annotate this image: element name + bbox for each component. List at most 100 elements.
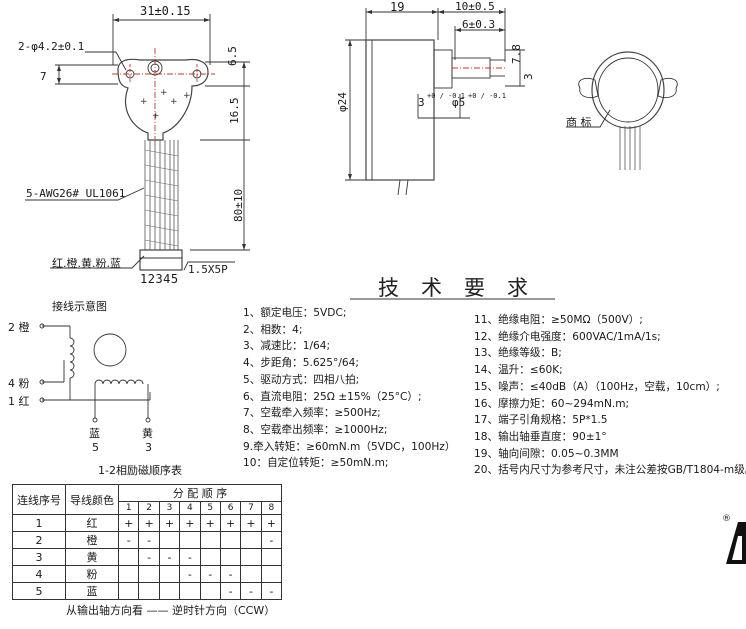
seq-cell [179, 582, 201, 600]
row-no: 4 [12, 565, 66, 583]
dim-10: 10±0.5 [455, 0, 495, 13]
trademark-label: 商 标 [566, 116, 592, 129]
dim-shaft-5-tol: +0 / -0.1 [468, 92, 506, 100]
registered-mark: ® [722, 514, 731, 524]
seq-cell [138, 582, 160, 600]
dim-shaft-3: 3 [418, 96, 425, 109]
seq-cell [260, 565, 283, 583]
tech-item: 20、括号内尺寸为参考尺寸，未注公差按GB/T1804-m级。 [474, 464, 746, 477]
seq-cell: + [138, 514, 160, 532]
tech-item: 2、相数：4; [243, 323, 303, 336]
row-color: 粉 [65, 565, 119, 583]
dim-3: 3 [522, 73, 535, 80]
seq-cell: - [179, 548, 201, 566]
tech-right-list: 11、绝缘电阻：≥50MΩ（500V）; 12、绝缘介电强度：600VAC/1m… [474, 312, 746, 479]
seq-cell: - [219, 582, 242, 600]
step-header: 7 [240, 501, 262, 515]
dim-7-8: 7.8 [510, 44, 523, 64]
sequence-caption: 1-2相励磁顺序表 [98, 464, 182, 477]
seq-cell: - [138, 531, 160, 549]
sequence-table: 连线序号 导线颜色 分 配 顺 序 1 2 3 4 5 6 7 8 1 红 + … [12, 484, 283, 600]
svg-text:+: + [170, 97, 178, 107]
wiring-color: 橙 [18, 321, 30, 334]
tech-item: 19、轴向间隙：0.05~0.3MM [474, 447, 619, 460]
step-header: 8 [260, 501, 283, 515]
seq-cell [158, 531, 181, 549]
seq-cell: - [138, 548, 160, 566]
seq-cell [219, 531, 242, 549]
dim-6: 6±0.3 [462, 18, 496, 31]
tech-item: 6、直流电阻：25Ω ±15%（25°C）; [243, 390, 422, 403]
seq-cell [240, 548, 262, 566]
wiring-num: 4 [8, 377, 15, 390]
seq-cell [199, 582, 221, 600]
dim-lead-length: 80±10 [232, 188, 245, 222]
tech-item: 7、空载牵入频率：≥500Hz; [243, 407, 381, 420]
tech-item: 10：自定位转矩：≥50mN.m; [243, 457, 389, 470]
svg-text:+: + [160, 88, 168, 98]
dim-dia-24: φ24 [336, 92, 349, 112]
tech-item: 9.牵入转矩：≥60mN.m（5VDC，100Hz） [243, 440, 456, 453]
seq-cell: + [158, 514, 181, 532]
wiring-label-4: 4 粉 [8, 375, 30, 391]
step-header: 6 [219, 501, 242, 515]
seq-cell: - [260, 582, 283, 600]
svg-text:+: + [152, 111, 160, 121]
pin-numbers: 12345 [140, 272, 179, 286]
wiring-label-1: 1 红 [8, 393, 30, 409]
row-color: 黄 [65, 548, 119, 566]
seq-cell: - [117, 531, 140, 549]
step-header: 5 [199, 501, 221, 515]
wiring-label-2: 2 橙 [8, 319, 30, 335]
tech-item: 16、摩擦力矩：60~294mN.m; [474, 397, 630, 410]
seq-cell [117, 582, 140, 600]
seq-cell [117, 565, 140, 583]
svg-text:+: + [140, 97, 148, 107]
dim-19: 19 [390, 0, 405, 14]
tech-item: 15、噪声：≤40dB（A）（100Hz，空载，10cm）; [474, 380, 720, 393]
row-color: 橙 [65, 531, 119, 549]
row-no: 1 [12, 514, 66, 532]
seq-cell [219, 548, 242, 566]
svg-text:+: + [183, 91, 191, 101]
seq-cell [179, 531, 201, 549]
dim-top-width: 31±0.15 [140, 4, 191, 18]
wiring-num: 2 [8, 321, 15, 334]
step-header: 3 [158, 501, 181, 515]
wiring-title: 接线示意图 [52, 300, 107, 313]
seq-cell [138, 565, 160, 583]
table-row: 1 红 + + + + + + + + [12, 514, 283, 532]
table-row: 2 橙 - - - [12, 531, 283, 549]
seq-cell: - [179, 565, 201, 583]
row-no: 2 [12, 531, 66, 549]
tech-title: 技术要求 [378, 276, 550, 300]
seq-cell: + [117, 514, 140, 532]
dim-6-5: 6.5 [226, 46, 239, 66]
tech-item: 11、绝缘电阻：≥50MΩ（500V）; [474, 314, 643, 326]
seq-cell [240, 565, 262, 583]
tech-item: 1、额定电压：5VDC; [243, 307, 347, 319]
wire-spec: 5-AWG26# UL1061 [26, 187, 126, 200]
col-lead-header: 连线序号 [12, 484, 66, 515]
step-header: 4 [179, 501, 201, 515]
tech-item: 8、空载牵出频率：≥1000Hz; [243, 423, 388, 436]
seq-cell: - [199, 565, 221, 583]
seq-cell: + [219, 514, 242, 532]
dim-16-5: 16.5 [228, 97, 241, 125]
table-header-row: 连线序号 导线颜色 分 配 顺 序 [12, 484, 282, 515]
dim-holes: 2-φ4.2±0.1 [18, 40, 85, 53]
col-group-header: 分 配 顺 序 [118, 484, 282, 502]
tech-left-list: 1、额定电压：5VDC; 2、相数：4; 3、减速比：1/64; 4、步距角：5… [243, 305, 455, 472]
col-color-header: 导线颜色 [65, 484, 119, 515]
tech-item: 13、绝缘等级：B; [474, 347, 562, 360]
table-row: 5 蓝 - - - [12, 582, 283, 600]
wiring-color: 粉 [18, 377, 30, 390]
seq-cell: - [219, 565, 242, 583]
seq-cell: - [240, 582, 262, 600]
tech-item: 17、端子引角规格：5P*1.5 [474, 414, 608, 427]
dim-shaft-3-tol: +0 / -0.1 [427, 92, 465, 100]
wiring-color: 红 [18, 395, 30, 408]
direction-footer: 从输出轴方向看 —— 逆时针方向（CCW） [66, 604, 276, 617]
seq-cell: + [260, 514, 283, 532]
dim-7: 7 [40, 70, 47, 83]
